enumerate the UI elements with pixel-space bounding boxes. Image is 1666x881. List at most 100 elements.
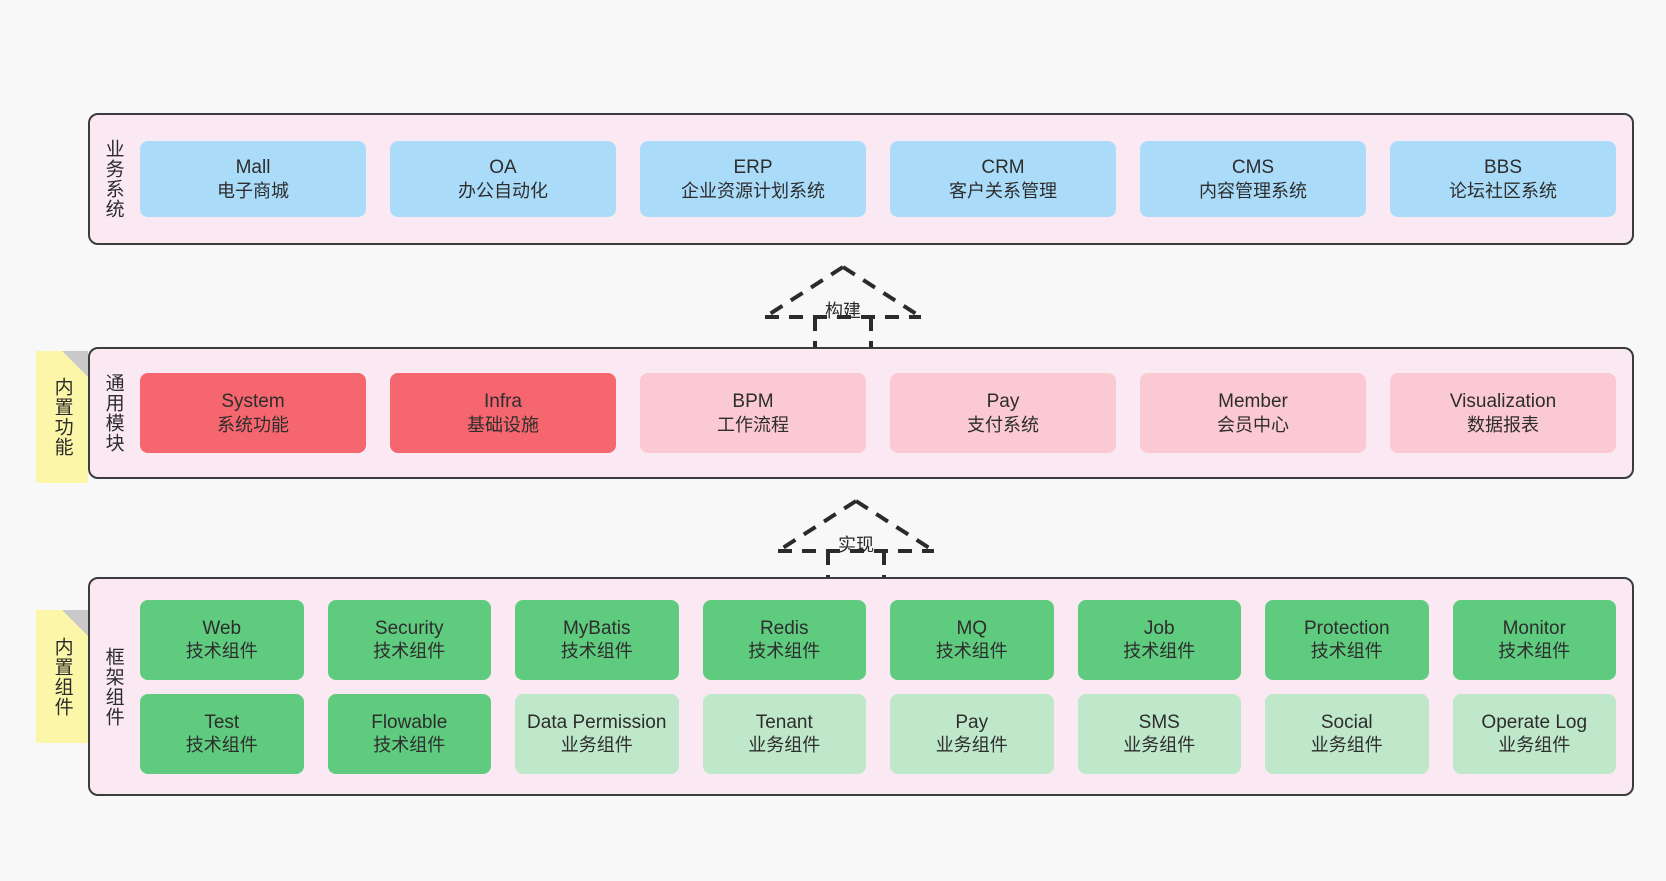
layer-business-systems: 业务系统 Mall 电子商城 OA 办公自动化 ERP 企业资源计划系统 CRM…	[88, 113, 1634, 245]
sticky-note-builtin-components: 内置组件	[36, 610, 88, 743]
sticky-note-label: 内置组件	[51, 636, 73, 717]
card-member[interactable]: Member 会员中心	[1140, 373, 1366, 453]
card-row: Mall 电子商城 OA 办公自动化 ERP 企业资源计划系统 CRM 客户关系…	[140, 141, 1616, 217]
card-title-cn: 业务组件	[1123, 735, 1196, 756]
card-test[interactable]: Test 技术组件	[140, 693, 304, 774]
card-title-cn: 技术组件	[1498, 641, 1571, 662]
card-bpm[interactable]: BPM 工作流程	[640, 373, 866, 453]
card-web[interactable]: Web 技术组件	[140, 599, 304, 680]
card-system[interactable]: System 系统功能	[140, 373, 366, 453]
card-title-en: SMS	[1138, 711, 1180, 733]
card-title-en: Monitor	[1502, 617, 1566, 639]
card-title-cn: 业务组件	[1310, 735, 1383, 756]
card-title-cn: 业务组件	[935, 735, 1008, 756]
card-title-cn: 论坛社区系统	[1449, 180, 1557, 201]
card-monitor[interactable]: Monitor 技术组件	[1452, 599, 1616, 680]
card-title-en: Tenant	[755, 711, 813, 733]
card-title-en: System	[221, 391, 285, 413]
card-title-en: Pay	[955, 711, 989, 733]
card-title-en: BBS	[1483, 157, 1523, 179]
layer-body-framework: Web 技术组件 Security 技术组件 MyBatis 技术组件 Redi…	[136, 579, 1632, 794]
card-title-cn: 技术组件	[1310, 641, 1383, 662]
card-title-en: OA	[489, 157, 517, 179]
card-mybatis[interactable]: MyBatis 技术组件	[515, 599, 679, 680]
card-cms[interactable]: CMS 内容管理系统	[1140, 141, 1366, 217]
card-title-cn: 业务组件	[560, 735, 633, 756]
card-bbs[interactable]: BBS 论坛社区系统	[1390, 141, 1616, 217]
card-title-en: MQ	[956, 617, 988, 639]
card-title-en: Social	[1320, 711, 1373, 733]
card-pay-module[interactable]: Pay 支付系统	[890, 373, 1116, 453]
card-visualization[interactable]: Visualization 数据报表	[1390, 373, 1616, 453]
sticky-note-builtin-features: 内置功能	[36, 351, 88, 483]
card-title-en: Protection	[1303, 617, 1390, 639]
card-security[interactable]: Security 技术组件	[327, 599, 491, 680]
card-title-en: Web	[202, 617, 242, 639]
card-title-cn: 技术组件	[185, 641, 258, 662]
card-title-cn: 业务组件	[1498, 735, 1571, 756]
card-sms[interactable]: SMS 业务组件	[1077, 693, 1241, 774]
card-title-cn: 会员中心	[1217, 414, 1289, 435]
dashed-generalization-arrow-icon	[776, 499, 936, 583]
card-title-cn: 客户关系管理	[949, 180, 1057, 201]
card-title-cn: 工作流程	[717, 414, 789, 435]
card-mall[interactable]: Mall 电子商城	[140, 141, 366, 217]
card-title-en: Job	[1143, 617, 1175, 639]
card-redis[interactable]: Redis 技术组件	[702, 599, 866, 680]
card-erp[interactable]: ERP 企业资源计划系统	[640, 141, 866, 217]
card-social[interactable]: Social 业务组件	[1265, 693, 1429, 774]
dashed-generalization-arrow-icon	[763, 265, 923, 349]
card-job[interactable]: Job 技术组件	[1077, 599, 1241, 680]
card-tenant[interactable]: Tenant 业务组件	[702, 693, 866, 774]
card-title-cn: 内容管理系统	[1199, 180, 1307, 201]
card-mq[interactable]: MQ 技术组件	[890, 599, 1054, 680]
card-title-en: Visualization	[1449, 391, 1557, 413]
card-title-en: BPM	[732, 391, 774, 413]
card-title-en: Mall	[235, 157, 271, 179]
card-title-en: CRM	[981, 157, 1025, 179]
card-title-cn: 技术组件	[560, 641, 633, 662]
card-title-cn: 技术组件	[935, 641, 1008, 662]
card-title-cn: 企业资源计划系统	[681, 180, 825, 201]
card-title-en: Infra	[483, 391, 523, 413]
card-title-cn: 技术组件	[748, 641, 821, 662]
layer-body-modules: System 系统功能 Infra 基础设施 BPM 工作流程 Pay 支付系统…	[136, 349, 1632, 477]
card-title-cn: 技术组件	[373, 641, 446, 662]
card-title-cn: 技术组件	[373, 735, 446, 756]
card-title-en: Operate Log	[1481, 711, 1588, 733]
card-pay-component[interactable]: Pay 业务组件	[890, 693, 1054, 774]
sticky-note-label: 内置功能	[51, 377, 73, 457]
card-title-en: CMS	[1231, 157, 1275, 179]
card-infra[interactable]: Infra 基础设施	[390, 373, 616, 453]
layer-body-business: Mall 电子商城 OA 办公自动化 ERP 企业资源计划系统 CRM 客户关系…	[136, 115, 1632, 243]
card-flowable[interactable]: Flowable 技术组件	[327, 693, 491, 774]
card-row: Test 技术组件 Flowable 技术组件 Data Permission …	[140, 693, 1616, 774]
card-data-permission[interactable]: Data Permission 业务组件	[515, 693, 679, 774]
card-title-en: Flowable	[371, 711, 448, 733]
card-title-cn: 办公自动化	[458, 180, 548, 201]
card-title-cn: 基础设施	[467, 414, 539, 435]
card-oa[interactable]: OA 办公自动化	[390, 141, 616, 217]
card-title-en: Pay	[986, 391, 1020, 413]
card-title-cn: 电子商城	[217, 180, 289, 201]
card-row: Web 技术组件 Security 技术组件 MyBatis 技术组件 Redi…	[140, 599, 1616, 680]
card-title-en: ERP	[733, 157, 773, 179]
card-title-cn: 支付系统	[967, 414, 1039, 435]
card-operate-log[interactable]: Operate Log 业务组件	[1452, 693, 1616, 774]
card-title-cn: 技术组件	[185, 735, 258, 756]
layer-common-modules: 通用模块 System 系统功能 Infra 基础设施 BPM 工作流程 Pay…	[88, 347, 1634, 479]
card-title-en: Data Permission	[527, 711, 667, 733]
layer-framework-components: 框架组件 Web 技术组件 Security 技术组件 MyBatis 技术组件…	[88, 577, 1634, 796]
card-title-en: Redis	[759, 617, 809, 639]
card-crm[interactable]: CRM 客户关系管理	[890, 141, 1116, 217]
card-title-en: Member	[1218, 391, 1288, 413]
layer-title-modules: 通用模块	[102, 373, 124, 453]
layer-title-business: 业务系统	[102, 139, 124, 219]
card-row: System 系统功能 Infra 基础设施 BPM 工作流程 Pay 支付系统…	[140, 373, 1616, 453]
card-title-cn: 数据报表	[1467, 414, 1539, 435]
card-protection[interactable]: Protection 技术组件	[1265, 599, 1429, 680]
card-title-en: Test	[204, 711, 240, 733]
card-title-cn: 业务组件	[748, 735, 821, 756]
card-title-en: Security	[374, 617, 444, 639]
